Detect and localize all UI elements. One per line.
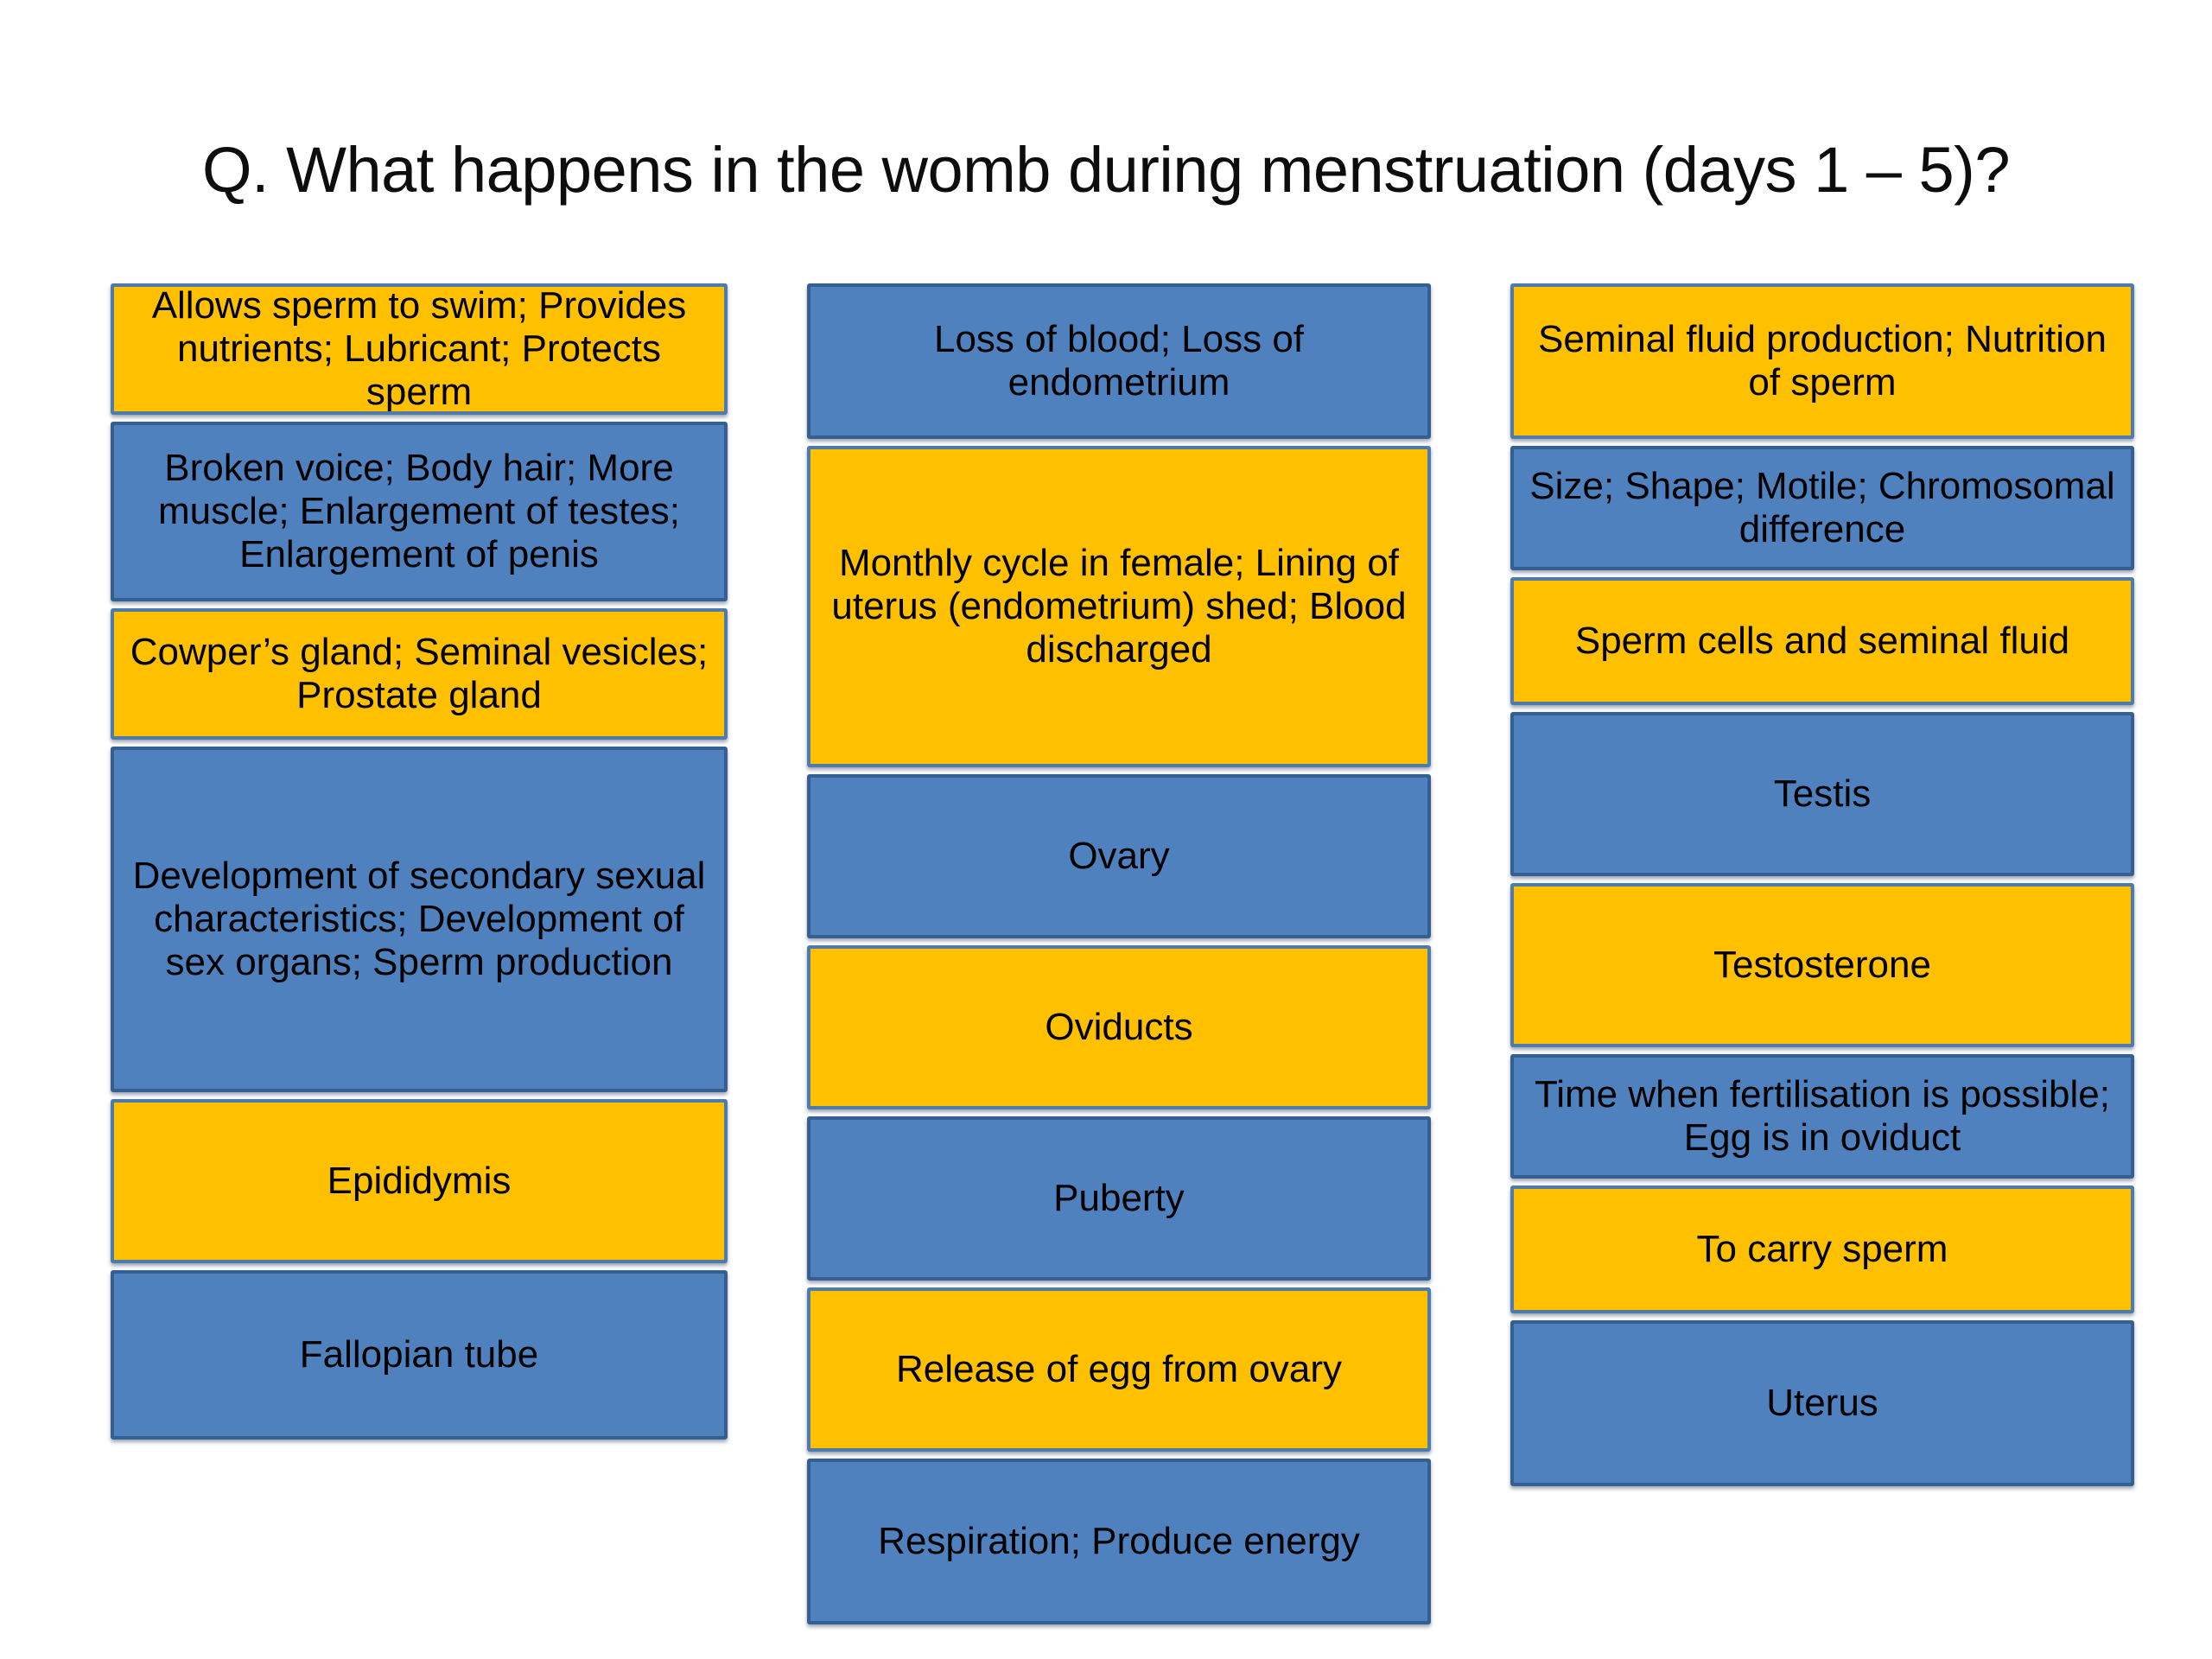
card-board: Allows sperm to swim; Provides nutrients… <box>111 283 2134 1624</box>
card-column-3: Seminal fluid production; Nutrition of s… <box>1510 283 2134 1624</box>
answer-card-label: Time when fertilisation is possible; Egg… <box>1535 1072 2110 1159</box>
answer-card[interactable]: Testis <box>1510 712 2134 876</box>
answer-card[interactable]: Sperm cells and seminal fluid <box>1510 577 2134 705</box>
answer-card-label: Epididymis <box>327 1159 512 1202</box>
answer-card-label: Release of egg from ovary <box>895 1347 1343 1390</box>
answer-card-label: Loss of blood; Loss of endometrium <box>933 317 1305 404</box>
answer-card[interactable]: Time when fertilisation is possible; Egg… <box>1510 1054 2134 1179</box>
answer-card-label: Sperm cells and seminal fluid <box>1574 619 2070 662</box>
answer-card[interactable]: Cowper’s gland; Seminal vesicles; Prosta… <box>111 608 728 740</box>
answer-card-label: Seminal fluid production; Nutrition of s… <box>1538 317 2107 404</box>
answer-card-label: Development of secondary sexual characte… <box>132 854 706 984</box>
answer-card[interactable]: Seminal fluid production; Nutrition of s… <box>1510 283 2134 439</box>
answer-card-label: Broken voice; Body hair; More muscle; En… <box>157 446 681 576</box>
answer-card[interactable]: Monthly cycle in female; Lining of uteru… <box>807 446 1431 767</box>
answer-card-label: Puberty <box>1053 1176 1185 1219</box>
answer-card[interactable]: To carry sperm <box>1510 1185 2134 1313</box>
answer-card[interactable]: Release of egg from ovary <box>807 1287 1431 1452</box>
answer-card[interactable]: Oviducts <box>807 945 1431 1109</box>
answer-card[interactable]: Size; Shape; Motile; Chromosomal differe… <box>1510 446 2134 570</box>
answer-card[interactable]: Epididymis <box>111 1099 728 1263</box>
answer-card[interactable]: Loss of blood; Loss of endometrium <box>807 283 1431 439</box>
answer-card-label: Cowper’s gland; Seminal vesicles; Prosta… <box>130 630 709 716</box>
answer-card[interactable]: Ovary <box>807 774 1431 938</box>
answer-card-label: Size; Shape; Motile; Chromosomal differe… <box>1529 464 2115 550</box>
answer-card-label: Oviducts <box>1045 1005 1193 1048</box>
answer-card-label: Monthly cycle in female; Lining of uteru… <box>831 541 1407 671</box>
answer-card-label: Allows sperm to swim; Provides nutrients… <box>151 283 687 414</box>
answer-card[interactable]: Development of secondary sexual characte… <box>111 747 728 1092</box>
answer-card-label: Respiration; Produce energy <box>878 1519 1360 1562</box>
answer-card-label: Testis <box>1773 772 1872 815</box>
answer-card-label: To carry sperm <box>1696 1227 1948 1270</box>
answer-card-label: Fallopian tube <box>299 1332 539 1376</box>
answer-card[interactable]: Puberty <box>807 1116 1431 1281</box>
card-column-1: Allows sperm to swim; Provides nutrients… <box>111 283 728 1624</box>
answer-card[interactable]: Uterus <box>1510 1320 2134 1486</box>
answer-card[interactable]: Broken voice; Body hair; More muscle; En… <box>111 422 728 601</box>
answer-card[interactable]: Fallopian tube <box>111 1270 728 1440</box>
answer-card-label: Uterus <box>1766 1381 1878 1424</box>
answer-card-label: Ovary <box>1068 834 1170 877</box>
answer-card[interactable]: Respiration; Produce energy <box>807 1459 1431 1624</box>
answer-card[interactable]: Allows sperm to swim; Provides nutrients… <box>111 283 728 415</box>
answer-card[interactable]: Testosterone <box>1510 883 2134 1047</box>
answer-card-label: Testosterone <box>1713 943 1931 986</box>
page-title: Q. What happens in the womb during menst… <box>202 133 2010 206</box>
